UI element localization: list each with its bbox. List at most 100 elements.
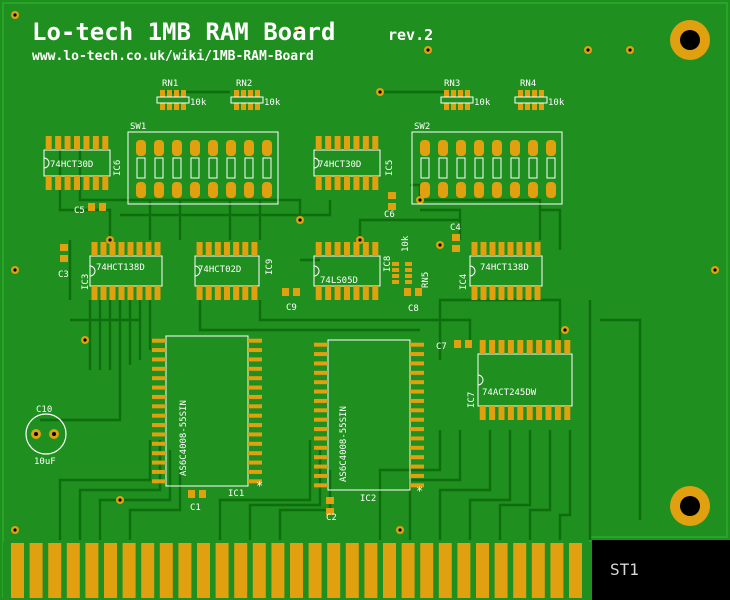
trace [558, 430, 572, 540]
components [25, 90, 573, 515]
label-rn3: RN3 [444, 79, 460, 89]
pad [160, 90, 165, 97]
pad [214, 286, 221, 300]
pad [315, 286, 322, 300]
edge-connector [3, 542, 591, 598]
pad [344, 136, 350, 150]
pad [109, 286, 116, 300]
chip-ic3 [89, 242, 163, 300]
pad [205, 286, 212, 300]
edge-finger [197, 543, 210, 598]
pad [127, 286, 134, 300]
pad [160, 103, 165, 110]
trace [218, 440, 312, 540]
pad [248, 460, 262, 465]
label-ic1: IC1 [228, 489, 244, 499]
pad [498, 286, 505, 300]
pad [242, 242, 249, 256]
pad [251, 242, 258, 256]
pad [248, 366, 262, 371]
pad [353, 136, 360, 150]
edge-finger [457, 543, 471, 598]
label-rn1-value: 10k [190, 98, 207, 108]
pad [507, 406, 514, 420]
pad [410, 455, 424, 460]
label-ic1-part: AS6C4008-55SIN [179, 400, 189, 476]
board-revision: rev.2 [388, 26, 433, 44]
pad [314, 361, 328, 366]
pad [325, 242, 332, 256]
pad [181, 103, 186, 110]
pad [55, 136, 62, 150]
pad [152, 451, 166, 456]
pad [244, 140, 254, 156]
pad [314, 445, 328, 450]
pad [251, 286, 258, 300]
pad [507, 340, 514, 354]
label-c7: C7 [436, 342, 447, 352]
label-ic2: IC2 [360, 494, 376, 504]
pad [55, 176, 62, 190]
pad [167, 90, 172, 97]
pad [405, 274, 412, 278]
pad [525, 286, 532, 300]
label-c3: C3 [58, 270, 69, 280]
pad [74, 136, 80, 150]
pad [136, 140, 146, 156]
pad [410, 352, 424, 357]
pad [64, 176, 71, 190]
pad [534, 242, 541, 256]
pad [244, 182, 254, 198]
pad [518, 90, 523, 97]
pad [410, 464, 424, 469]
pad [248, 385, 262, 390]
pad [205, 242, 212, 256]
label-c1: C1 [190, 503, 201, 513]
pad [410, 408, 424, 413]
pad [471, 286, 478, 300]
edge-finger [327, 543, 341, 598]
label-rn2-value: 10k [264, 98, 281, 108]
pad [92, 176, 99, 190]
pad [314, 398, 328, 403]
pad [248, 404, 262, 409]
pad [154, 242, 161, 256]
pad [167, 103, 172, 110]
capacitor-c3 [60, 244, 68, 262]
label-c6: C6 [384, 210, 395, 220]
pad [145, 242, 152, 256]
pad [152, 348, 166, 353]
pad [388, 192, 396, 199]
pad [415, 288, 422, 296]
pad [152, 441, 166, 446]
edge-finger [494, 543, 508, 598]
trace [528, 430, 552, 540]
pad [174, 103, 179, 110]
pad [152, 469, 166, 474]
pad [388, 203, 396, 210]
pad [60, 255, 68, 262]
label-ic3-part: 74HCT138D [96, 263, 145, 273]
label-rn5-value: 10k [401, 235, 411, 252]
pad [88, 203, 95, 211]
trace [438, 430, 492, 540]
pad [314, 408, 328, 413]
pad [344, 242, 350, 256]
pad [248, 348, 262, 353]
pad [528, 140, 538, 156]
resnet-rn4 [514, 90, 548, 110]
pad [444, 103, 449, 110]
label-sw1: SW1 [130, 122, 146, 132]
pad [539, 103, 544, 110]
pad [410, 417, 424, 422]
edge-finger [531, 543, 545, 598]
pad [517, 340, 524, 354]
pad [234, 90, 239, 97]
pad [248, 90, 253, 97]
label-ic7-part: 74ACT245DW [482, 388, 537, 398]
trace [78, 440, 162, 540]
pad [546, 182, 556, 198]
chip-ic5 [313, 136, 381, 190]
pad [536, 340, 543, 354]
capacitor-c5 [88, 203, 106, 211]
